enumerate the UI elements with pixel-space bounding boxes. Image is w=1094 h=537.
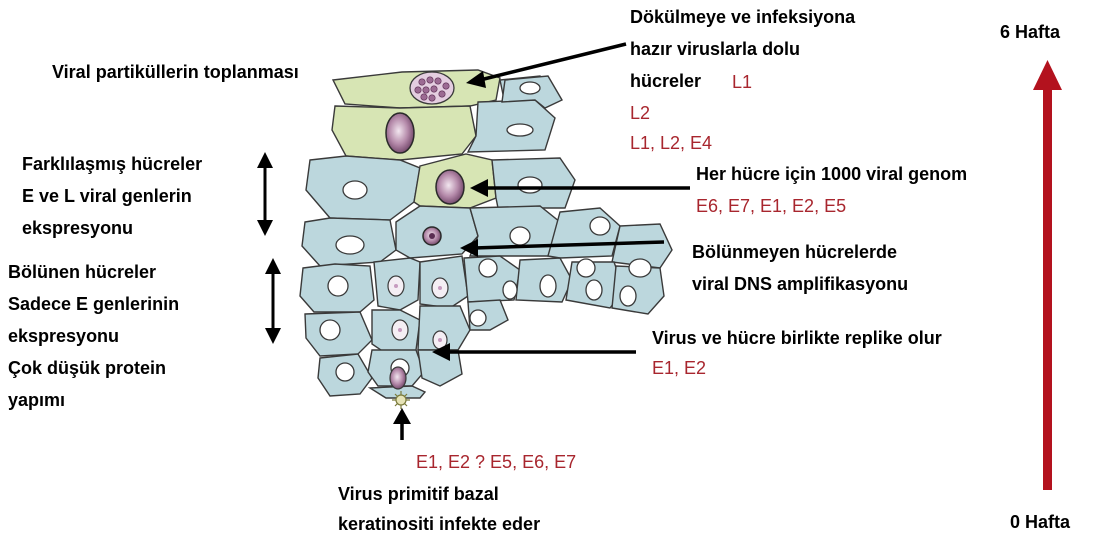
nucleus: [479, 259, 497, 277]
label-differentiated-line3: ekspresyonu: [22, 218, 133, 239]
label-replicate-together: Virus ve hücre birlikte replike olur: [652, 328, 942, 349]
gene-label-l1-l2-e4: L1, L2, E4: [630, 133, 712, 154]
nucleus: [520, 82, 540, 94]
label-time-top: 6 Hafta: [1000, 22, 1060, 43]
gene-label-replicate: E1, E2: [652, 358, 706, 379]
cell-4d: [548, 208, 620, 258]
gene-label-ready-l1: L1: [732, 72, 752, 93]
label-ready-cells-line2: hazır viruslarla dolu: [630, 39, 800, 60]
nucleus: [470, 310, 486, 326]
label-dividing-line1: Bölünen hücreler: [8, 262, 156, 283]
nucleus: [507, 124, 533, 136]
nucleus: [577, 259, 595, 277]
nucleus: [328, 276, 348, 296]
label-viral-particle-assembly: Viral partiküllerin toplanması: [52, 62, 299, 83]
nucleus: [629, 259, 651, 277]
label-ready-cells-line3: hücreler: [630, 71, 701, 92]
nucleus: [336, 236, 364, 254]
label-dividing-line4: Çok düşük protein: [8, 358, 166, 379]
label-dividing-line2: Sadece E genlerinin: [8, 294, 179, 315]
nucleus: [503, 281, 517, 299]
gene-label-l2: L2: [630, 103, 650, 124]
bracket-arrows: [257, 152, 281, 344]
nucleus: [586, 280, 602, 300]
label-nondividing-line1: Bölünmeyen hücrelerde: [692, 242, 897, 263]
viral-particle-cluster: [410, 72, 454, 104]
purple-nucleus-upper: [386, 113, 414, 153]
purple-nucleus-middle: [436, 170, 464, 204]
nucleus: [343, 181, 367, 199]
label-differentiated-line2: E ve L viral genlerin: [22, 186, 192, 207]
nucleus: [320, 320, 340, 340]
label-basal-line2: keratinositi infekte eder: [338, 514, 540, 535]
label-nondividing-line2: viral DNS amplifikasyonu: [692, 274, 908, 295]
label-basal-line1: Virus primitif bazal: [338, 484, 499, 505]
label-genome-per-cell: Her hücre için 1000 viral genom: [696, 164, 967, 185]
nucleus: [540, 275, 556, 297]
gene-label-genome: E6, E7, E1, E2, E5: [696, 196, 846, 217]
nucleus: [590, 217, 610, 235]
label-dividing-line3: ekspresyonu: [8, 326, 119, 347]
arrow-to-particles: [480, 44, 626, 80]
label-ready-cells-line1: Dökülmeye ve infeksiyona: [630, 7, 855, 28]
nucleus: [620, 286, 636, 306]
nucleus: [518, 177, 542, 193]
label-dividing-line5: yapımı: [8, 390, 65, 411]
nucleus: [336, 363, 354, 381]
label-differentiated-line1: Farklılaşmış hücreler: [22, 154, 202, 175]
gene-label-basal: E1, E2 ? E5, E6, E7: [416, 452, 576, 473]
infected-nucleus: [390, 367, 406, 389]
nucleus: [510, 227, 530, 245]
time-arrow: [1033, 60, 1062, 490]
label-time-bottom: 0 Hafta: [1010, 512, 1070, 533]
epithelium-cells: [300, 70, 672, 398]
